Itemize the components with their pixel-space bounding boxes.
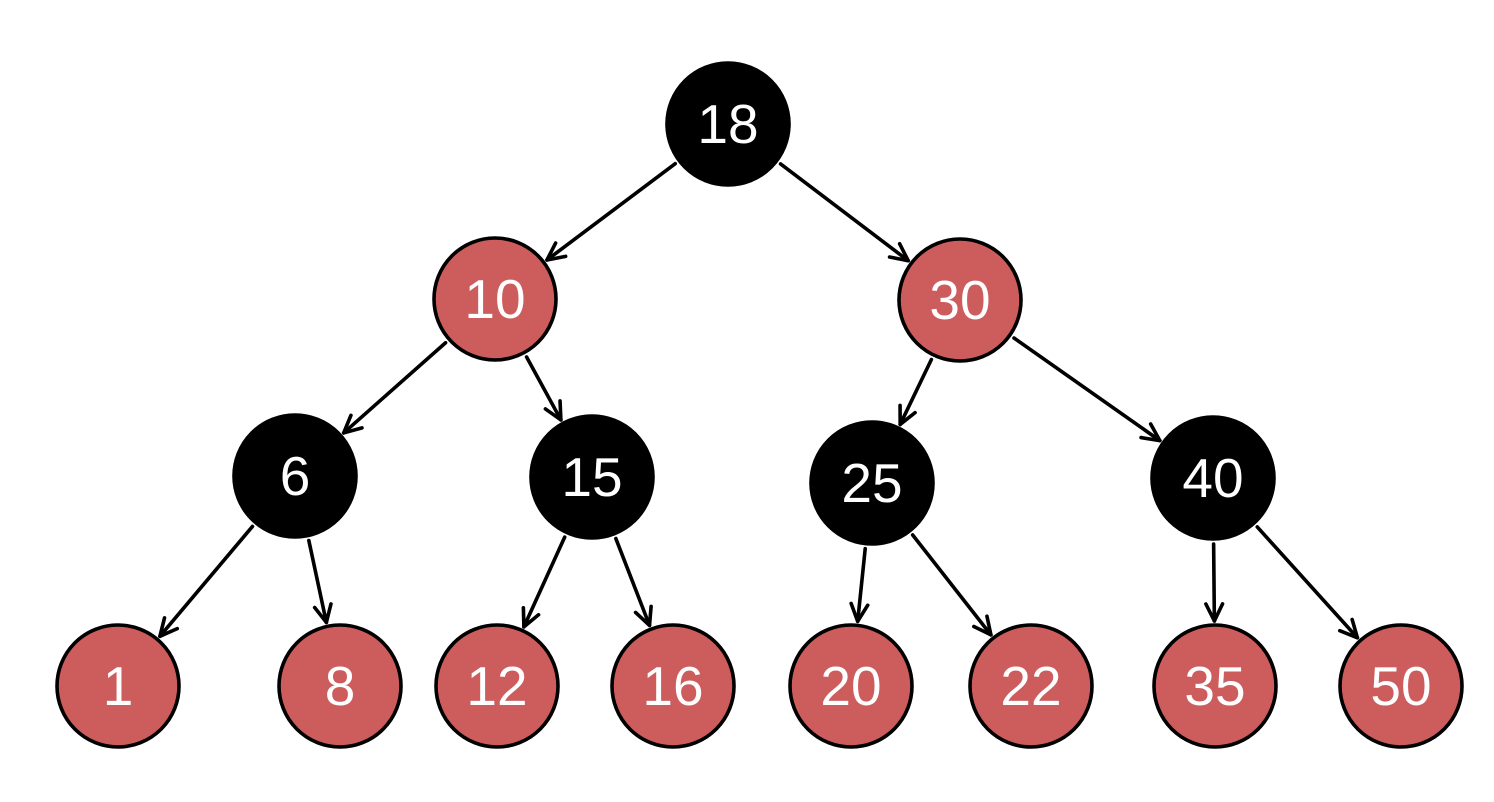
node-label: 6	[280, 445, 311, 507]
arrowhead-icon	[543, 399, 563, 422]
tree-node-1: 1	[55, 623, 181, 749]
edge-10-6	[341, 340, 448, 435]
node-circle	[665, 61, 791, 187]
edge-line	[524, 355, 563, 422]
node-label: 20	[820, 655, 881, 717]
arrowhead-icon	[1139, 422, 1162, 443]
node-circle	[434, 623, 560, 749]
edge-line	[1211, 542, 1217, 623]
tree-node-25: 25	[809, 420, 935, 546]
tree-node-22: 22	[968, 623, 1094, 749]
edge-line	[1012, 336, 1162, 443]
node-label: 8	[325, 655, 356, 717]
arrowhead-icon	[521, 606, 541, 629]
tree-node-50: 50	[1338, 623, 1464, 749]
edge-line	[1255, 525, 1360, 640]
edge-line	[910, 533, 993, 637]
edge-25-20	[849, 546, 870, 624]
edge-15-12	[521, 535, 567, 629]
arrowhead-icon	[341, 413, 364, 435]
node-label: 18	[697, 93, 758, 155]
node-circle	[1150, 415, 1276, 541]
edge-line	[614, 536, 652, 628]
node-label: 30	[929, 269, 990, 331]
tree-node-16: 16	[610, 623, 736, 749]
node-label: 10	[464, 268, 525, 330]
edge-line	[522, 535, 567, 629]
edge-15-16	[614, 536, 653, 628]
tree-node-40: 40	[1150, 415, 1276, 541]
node-circle	[432, 236, 558, 362]
edge-line	[158, 524, 255, 639]
tree-node-15: 15	[529, 414, 655, 540]
node-circle	[809, 420, 935, 546]
edge-line	[855, 546, 868, 624]
node-circle	[529, 414, 655, 540]
tree-node-30: 30	[897, 237, 1023, 363]
arrowhead-icon	[545, 241, 568, 262]
arrowhead-icon	[633, 604, 653, 628]
tree-node-10: 10	[432, 236, 558, 362]
node-circle	[55, 623, 181, 749]
arrowhead-icon	[312, 602, 333, 625]
node-circle	[232, 413, 358, 539]
tree-node-12: 12	[434, 623, 560, 749]
edge-18-30	[778, 162, 911, 263]
tree-node-18: 18	[665, 61, 791, 187]
node-label: 15	[561, 446, 622, 508]
edge-25-22	[910, 533, 993, 637]
edge-6-1	[158, 524, 255, 639]
edge-line	[545, 161, 678, 262]
node-circle	[277, 623, 403, 749]
tree-node-8: 8	[277, 623, 403, 749]
edge-6-8	[307, 538, 333, 625]
edge-line	[307, 538, 329, 625]
edge-40-35	[1204, 542, 1225, 623]
arrowhead-icon	[887, 241, 911, 263]
node-label: 22	[1000, 655, 1061, 717]
node-label: 12	[466, 655, 527, 717]
edge-18-10	[545, 161, 678, 262]
edge-40-50	[1255, 525, 1360, 640]
node-label: 40	[1182, 447, 1243, 509]
arrowhead-icon	[158, 616, 180, 639]
node-circle	[610, 623, 736, 749]
arrowhead-icon	[1337, 617, 1360, 640]
edge-10-15	[524, 355, 563, 422]
node-label: 16	[642, 655, 703, 717]
arrowhead-icon	[849, 601, 870, 624]
arrowhead-icon	[1204, 602, 1225, 623]
arrowhead-icon	[972, 614, 993, 637]
tree-node-35: 35	[1152, 623, 1278, 749]
node-label: 35	[1184, 655, 1245, 717]
node-label: 50	[1370, 655, 1431, 717]
node-circle	[1338, 623, 1464, 749]
edge-30-25	[898, 357, 934, 427]
arrowhead-icon	[898, 403, 917, 427]
node-label: 1	[103, 655, 134, 717]
edges-layer	[158, 161, 1360, 640]
edge-line	[778, 162, 911, 263]
tree-node-20: 20	[788, 623, 914, 749]
node-label: 25	[841, 452, 902, 514]
tree-node-6: 6	[232, 413, 358, 539]
node-circle	[1152, 623, 1278, 749]
edge-30-40	[1012, 336, 1162, 443]
node-circle	[897, 237, 1023, 363]
node-circle	[968, 623, 1094, 749]
node-circle	[788, 623, 914, 749]
edge-line	[898, 357, 934, 427]
edge-line	[341, 340, 448, 435]
